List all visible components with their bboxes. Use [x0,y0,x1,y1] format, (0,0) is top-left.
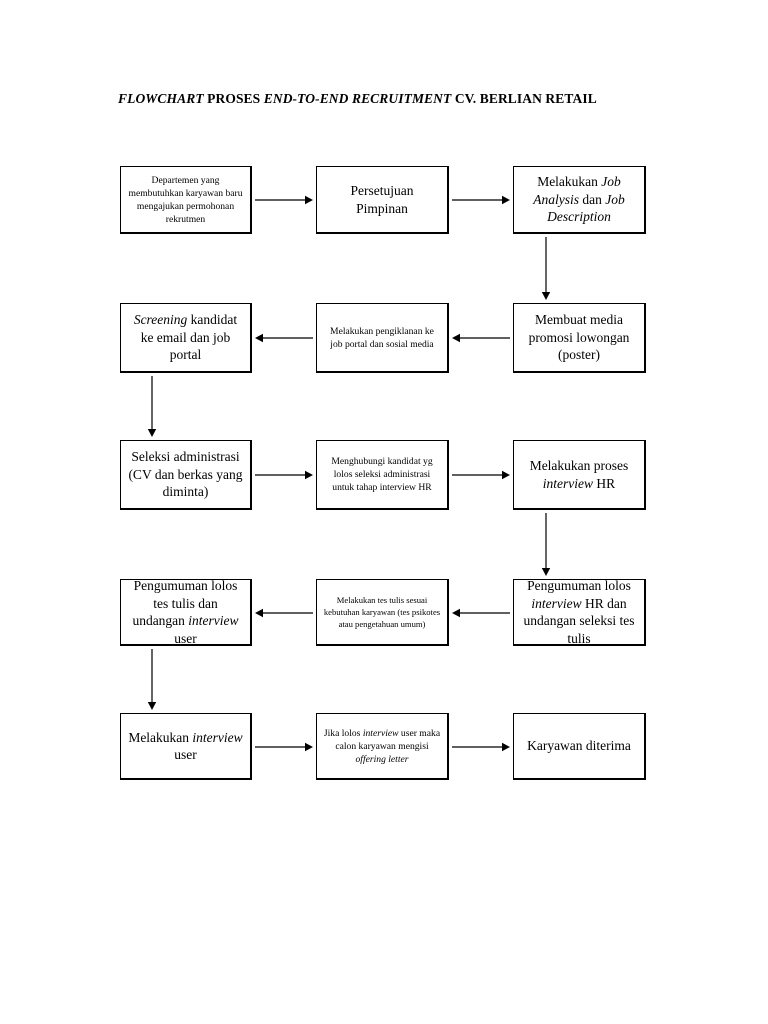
flowchart-node-label: Melakukan interview user [127,729,244,764]
flowchart-node-n12: Pengumuman lolos tes tulis dan undangan … [120,577,252,647]
plain-text: user [174,630,197,646]
flowchart-node-label: Melakukan proses interview HR [520,457,638,492]
plain-text: Persetujuan Pimpinan [350,183,414,216]
plain-text: user [174,747,197,762]
flowchart-node-n2: Persetujuan Pimpinan [316,166,449,234]
flowchart-arrow-e12 [142,639,162,720]
flowchart-node-n1: Departemen yang membutuhkan karyawan bar… [120,166,252,234]
page-title-text: FLOWCHART PROSES END-TO-END RECRUITMENT … [118,91,597,106]
plain-text: dan [579,191,606,207]
flowchart-arrow-e6 [142,366,162,447]
flowchart-arrow-e9 [536,503,556,586]
flowchart-node-n13: Melakukan interview user [120,713,252,780]
arrow-head [255,608,263,618]
flowchart-node-n11: Melakukan tes tulis sesuai kebutuhan kar… [316,579,449,646]
flowchart-node-label: Melakukan Job Analysis dan Job Descripti… [520,173,638,226]
flowchart-node-n9: Melakukan proses interview HR [513,440,646,510]
plain-text: Pengumuman lolos tes tulis dan undangan [132,578,238,628]
flowchart-node-n3: Melakukan Job Analysis dan Job Descripti… [513,166,646,234]
flowchart-node-label: Karyawan diterima [520,737,638,755]
flowchart-arrow-e7 [245,465,323,485]
arrow-head [305,742,313,752]
emphasis-text: interview [188,613,239,628]
flowchart-node-label: Departemen yang membutuhkan karyawan bar… [127,174,244,226]
flowchart-node-n6: Screening kandidat ke email dan job port… [120,303,252,373]
arrow-head [502,195,510,205]
plain-text: PROSES [203,91,264,106]
plain-text: Melakukan proses [529,458,629,473]
plain-text: Seleksi administrasi (CV dan berkas yang… [128,449,243,500]
flowchart-node-label: Screening kandidat ke email dan job port… [127,311,244,364]
emphasis-text: interview [192,729,243,745]
arrow-head [452,608,460,618]
flowchart-node-n8: Menghubungi kandidat yg lolos seleksi ad… [316,440,449,510]
plain-text: Pengumuman lolos [527,578,631,593]
emphasis-text: interview [362,727,399,739]
arrow-head [147,429,157,437]
plain-text: Karyawan diterima [527,738,631,754]
flowchart-arrow-e5 [245,328,323,348]
flowchart-arrow-e2 [442,190,520,210]
arrow-head [502,470,510,480]
plain-text: CV. BERLIAN RETAIL [451,91,597,106]
arrow-head [147,702,157,710]
flowchart-node-label: Melakukan pengiklanan ke job portal dan … [323,325,441,351]
plain-text: Jika lolos [323,727,363,739]
plain-text: HR [593,475,616,491]
plain-text: kandidat ke email dan job portal [140,312,238,363]
arrow-head [452,333,460,343]
plain-text: Melakukan tes tulis sesuai kebutuhan kar… [323,595,441,629]
arrow-head [305,470,313,480]
plain-text: Melakukan [128,729,193,745]
flowchart-arrow-e1 [245,190,323,210]
flowchart-node-label: Menghubungi kandidat yg lolos seleksi ad… [323,455,441,494]
emphasis-text: interview [531,595,582,611]
flowchart-arrow-e3 [536,227,556,310]
plain-text: Membuat media promosi lowongan (poster) [528,312,630,363]
flowchart-node-n7: Seleksi administrasi (CV dan berkas yang… [120,440,252,510]
plain-text: Melakukan pengiklanan ke job portal dan … [330,325,434,350]
plain-text: Melakukan [537,174,602,190]
arrow-head [502,742,510,752]
flowchart-arrow-e14 [442,737,520,757]
flowchart-node-label: Pengumuman lolos tes tulis dan undangan … [127,577,244,647]
plain-text: Departemen yang membutuhkan karyawan bar… [128,174,243,225]
flowchart-arrow-e11 [245,603,323,623]
plain-text: HR dan undangan seleksi tes tulis [523,595,635,646]
flowchart-node-label: Persetujuan Pimpinan [323,182,441,217]
flowchart-node-label: Jika lolos interview user maka calon kar… [323,727,441,766]
arrow-head [255,333,263,343]
flowchart-node-label: Seleksi administrasi (CV dan berkas yang… [127,448,244,501]
flowchart-node-label: Pengumuman lolos interview HR dan undang… [520,577,638,647]
flowchart-arrow-e8 [442,465,520,485]
flowchart-node-label: Membuat media promosi lowongan (poster) [520,311,638,364]
flowchart-node-n4: Membuat media promosi lowongan (poster) [513,303,646,373]
page-title: FLOWCHART PROSES END-TO-END RECRUITMENT … [118,90,678,108]
flowchart-node-n15: Karyawan diterima [513,713,646,780]
arrow-head [541,568,551,576]
emphasis-text: offering letter [355,753,409,765]
emphasis-text: interview [542,475,594,491]
emphasis-text: Job Analysis [533,174,621,207]
flowchart-node-label: Melakukan tes tulis sesuai kebutuhan kar… [323,594,441,630]
arrow-head [305,195,313,205]
flowchart-arrow-e10 [442,603,520,623]
emphasis-text: FLOWCHART [118,91,204,106]
flowchart-arrow-e4 [442,328,520,348]
emphasis-text: Screening [133,312,188,328]
plain-text: Menghubungi kandidat yg lolos seleksi ad… [331,456,433,493]
flowchart-node-n5: Melakukan pengiklanan ke job portal dan … [316,303,449,373]
flowchart-arrow-e13 [245,737,323,757]
flowchart-node-n10: Pengumuman lolos interview HR dan undang… [513,577,646,647]
arrow-head [541,292,551,300]
plain-text: user maka calon karyawan mengisi [335,727,441,752]
emphasis-text: Job Description [547,191,625,225]
flowchart-node-n14: Jika lolos interview user maka calon kar… [316,713,449,780]
emphasis-text: END-TO-END RECRUITMENT [263,91,452,106]
